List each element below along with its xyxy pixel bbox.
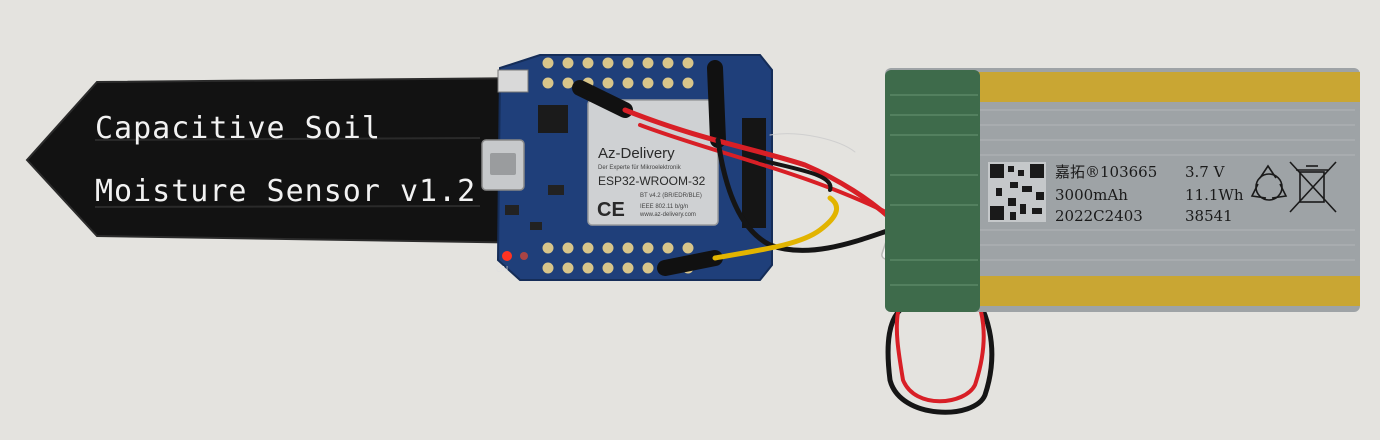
battery-energy: 11.1Wh [1185, 186, 1244, 204]
module-bt: BT v4.2 (BR/EDR/BLE) [640, 193, 702, 199]
recycle-icon [1250, 164, 1288, 201]
soil-moisture-sensor: Capacitive Soil Moisture Sensor v1.2 [25, 76, 542, 245]
reset-button [497, 69, 529, 93]
qr-code-icon [988, 162, 1046, 222]
module-wifi: IEEE 802.11 b/g/n [640, 204, 688, 210]
battery-brand-model: 嘉拓®103665 [1055, 163, 1157, 181]
power-led [502, 251, 512, 261]
sensor-label-line1: Capacitive Soil [95, 111, 381, 146]
sensor-label-line2: Moisture Sensor v1.2 [95, 174, 476, 209]
usb-chip [538, 105, 568, 133]
battery-tape-bottom [975, 276, 1360, 306]
lipo-battery: 嘉拓®103665 3.7 V 3000mAh 11.1Wh 2022C2403… [885, 68, 1360, 312]
module-url: www.az-delivery.com [639, 212, 696, 218]
battery-code1: 2022C2403 [1055, 207, 1143, 225]
module-tagline: Der Experte für Mikroelektronik [598, 165, 682, 171]
battery-code2: 38541 [1185, 207, 1233, 225]
wires [572, 60, 995, 415]
esp32-dev-board: ON Az-Delivery Der Experte für Mikroelek… [481, 54, 773, 281]
battery-capacity: 3000mAh [1055, 186, 1128, 204]
led-label: ON [496, 265, 508, 274]
battery-tape-end [885, 70, 980, 312]
module-brand: Az-Delivery [598, 145, 675, 162]
battery-tape-top [975, 72, 1360, 102]
crossed-bin-icon [1289, 161, 1337, 213]
ce-mark: CE [597, 199, 625, 221]
battery-voltage: 3.7 V [1185, 163, 1226, 181]
module-model: ESP32-WROOM-32 [598, 174, 706, 188]
